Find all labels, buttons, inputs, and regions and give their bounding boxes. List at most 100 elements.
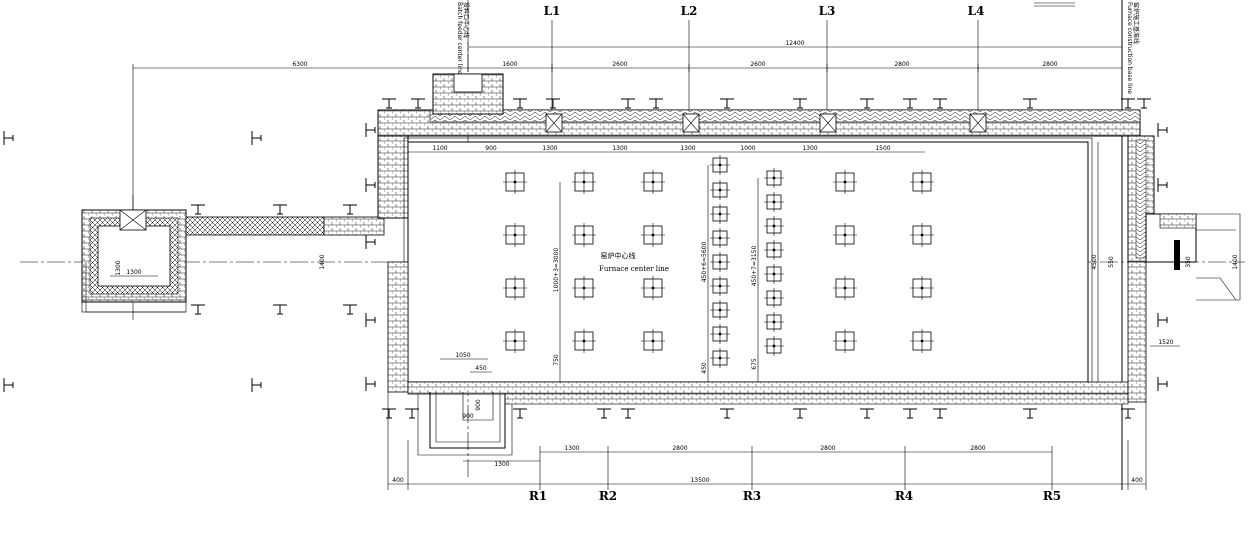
dim-v6: 675 [751,358,758,370]
axis-label-L2: L2 [681,4,698,18]
dim-v2: 450+6=5600 [701,242,708,283]
dim-top-5: 2800 [1042,61,1057,68]
dim-bottom-1: 2800 [672,445,687,452]
dim-right-4500: 4500 [1091,254,1098,269]
steel-post [1121,408,1135,419]
steel-post [343,204,357,215]
burner-port [910,329,934,353]
dim-bottom-2: 2800 [820,445,835,452]
steel-post [597,408,611,419]
steel-post [793,98,807,109]
dim-overall-0: 400 [392,477,404,484]
steel-posts [3,98,1168,419]
burner-port [572,223,596,247]
dim-left-1300: 1300 [494,461,509,468]
steel-post [1137,98,1151,109]
steel-post [903,408,917,419]
steel-post [3,378,14,392]
dim-inner-4: 1300 [680,145,695,152]
batch-feeder-label-cn: 投料口中心线 [462,2,470,38]
dim-flue-w: 1300 [126,269,141,276]
base-line-label-cn: 窑炉施工基准线 [1132,2,1140,44]
dim-inner-6: 1300 [802,145,817,152]
axis-label-L3: L3 [819,4,836,18]
steel-post [411,98,425,109]
burner-port [764,192,784,212]
dim-v4: 750 [553,354,560,366]
steel-post [903,98,917,109]
axis-label-R1: R1 [529,489,547,503]
flue-duct: 1400 [185,216,385,270]
steel-post [365,377,376,391]
axis-label-L1: L1 [544,4,561,18]
burner-port [710,228,730,248]
steel-post [1157,377,1168,391]
steel-post [365,313,376,327]
steel-post [720,408,734,419]
steel-post [365,235,376,249]
dim-bottom-3: 2800 [970,445,985,452]
burner-port [764,240,784,260]
steel-post [365,178,376,192]
steel-post [1121,98,1135,109]
dim-inner-0: 1100 [432,145,447,152]
dim-top-3: 2600 [750,61,765,68]
dim-top-1: 1600 [502,61,517,68]
base-line-label-en: Furnace construction base line [1126,2,1133,94]
dim-overall-2: 400 [1131,477,1143,484]
steel-post [1157,178,1168,192]
dim-inner-2: 1300 [542,145,557,152]
dim-top-0: 6300 [292,61,307,68]
burner-port [503,329,527,353]
burner-port [833,223,857,247]
batch-feeder-label-en: Batch feeder center line [456,2,463,75]
dim-inner-1: 900 [485,145,497,152]
burner-port [710,252,730,272]
center-line-label-cn: 窑炉中心线 [601,251,636,260]
steel-post [382,98,396,109]
steel-post [343,304,357,315]
dim-left-450: 450 [475,365,487,372]
steel-post [1157,123,1168,137]
burner-port [710,324,730,344]
steel-post [251,131,262,145]
burner-port [503,276,527,300]
burner-port [764,216,784,236]
dim-top-4: 2800 [894,61,909,68]
dim-right-1520: 1520 [1158,339,1173,346]
steel-post [546,98,560,109]
steel-post [1157,313,1168,327]
dim-v1: 1000+3=3000 [553,248,560,293]
dim-bottom-0: 1300 [564,445,579,452]
burner-port [710,276,730,296]
axis-label-L4: L4 [968,4,985,18]
burner-port [764,312,784,332]
steel-post [621,98,635,109]
steel-post [513,408,527,419]
axis-label-R3: R3 [743,489,761,503]
dim-inner-5: 1000 [740,145,755,152]
dim-flue-h: 1300 [115,260,122,275]
steel-post [1023,98,1037,109]
burner-port [572,170,596,194]
dim-top-2: 2600 [612,61,627,68]
dim-far-right-1400: 1400 [1232,254,1239,269]
dim-left-1050: 1050 [455,352,470,359]
steel-post [649,98,663,109]
burner-port [710,348,730,368]
dim-right-550: 550 [1108,256,1115,268]
steel-post [720,98,734,109]
dim-inner-3: 1300 [612,145,627,152]
dim-left-900a: 900 [475,399,482,411]
burner-port [710,155,730,175]
burner-port [764,336,784,356]
dim-v5: 450 [701,362,708,374]
dim-inner-7: 1500 [875,145,890,152]
dim-v3: 450+7=3150 [751,246,758,287]
axis-label-R2: R2 [599,489,617,503]
steel-post [273,204,287,215]
burner-port [572,329,596,353]
steel-post [251,378,262,392]
inner-dimensions: 1100 900 1300 1300 1300 1000 1300 1500 1… [408,142,1239,420]
